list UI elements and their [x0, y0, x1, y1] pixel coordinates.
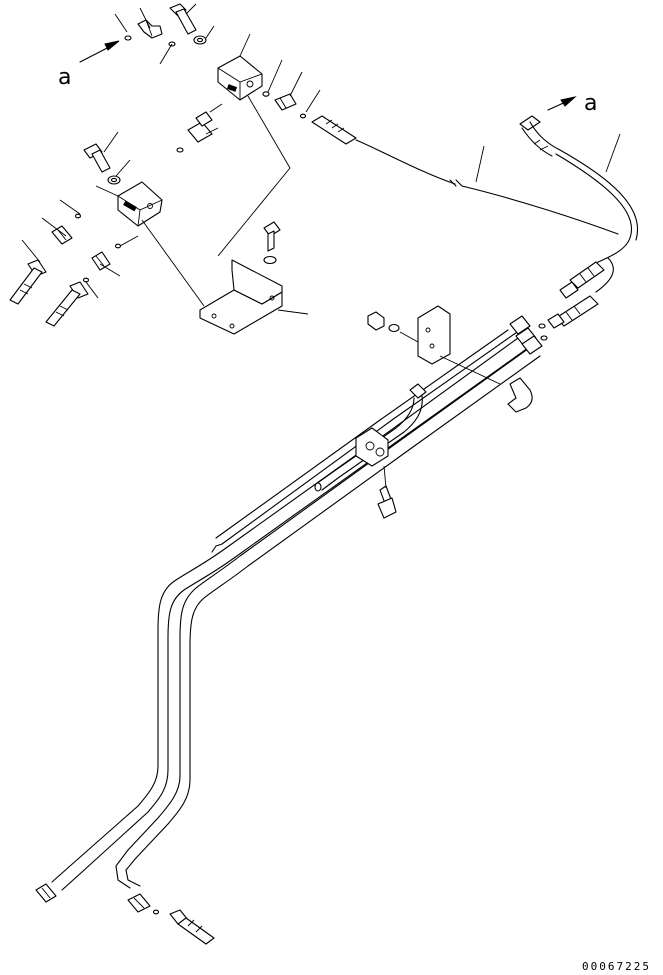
- bolt-top: [168, 3, 207, 47]
- view-reference-right: a: [547, 91, 597, 116]
- view-reference-left: a: [58, 40, 120, 90]
- nut-bracket: [367, 305, 501, 385]
- bolt-lower-block: [83, 131, 131, 185]
- view-label-right: a: [584, 91, 597, 116]
- upper-block-connector: [176, 111, 213, 153]
- drawing-code: 00067225: [582, 960, 651, 973]
- elbow-right-end: [507, 377, 533, 413]
- lower-tube-fittings: [35, 883, 215, 945]
- lower-left-fittings: [41, 185, 139, 299]
- long-tubes: [51, 315, 543, 891]
- tube-clamp: [355, 427, 397, 519]
- hose-lower-right: [538, 257, 614, 341]
- hose-ends-lower-left: [9, 239, 89, 327]
- hose-loop-right: [475, 115, 639, 299]
- upper-valve-block: [217, 55, 263, 101]
- elbow-fitting: [124, 19, 163, 41]
- upper-leaders: [114, 3, 321, 135]
- elbow-tube-center: [314, 383, 427, 492]
- view-label-left: a: [58, 65, 71, 90]
- mounting-bracket-left: [199, 221, 309, 335]
- upper-side-fittings: [262, 91, 307, 119]
- lower-valve-block: [117, 181, 163, 227]
- block-bracket-links: [141, 95, 291, 307]
- hose-end-upper: [311, 115, 619, 235]
